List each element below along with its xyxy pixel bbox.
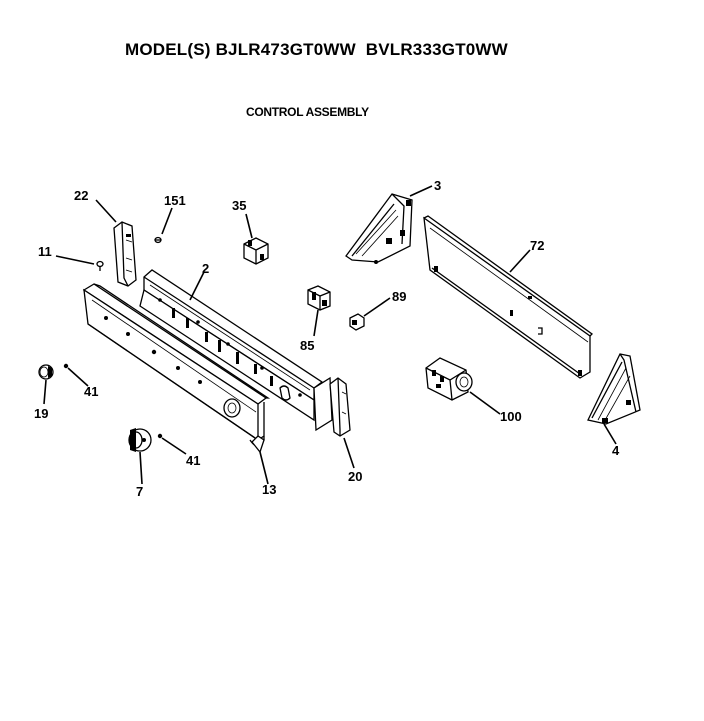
callout-151: 151 <box>164 193 186 208</box>
callout-35: 35 <box>232 198 246 213</box>
model-title: MODEL(S) BJLR473GT0WW BVLR333GT0WW <box>125 40 508 59</box>
part-7-timer-knob <box>128 428 152 452</box>
callout-100: 100 <box>500 409 522 424</box>
part-41-clip-lower <box>157 433 163 439</box>
section-title: CONTROL ASSEMBLY <box>246 105 369 119</box>
callout-89: 89 <box>392 289 406 304</box>
callout-4: 4 <box>612 443 620 458</box>
part-20-end-cap <box>329 377 351 437</box>
callout-19: 19 <box>34 406 48 421</box>
leader-lines <box>43 185 617 485</box>
part-151-screw <box>154 236 162 244</box>
part-11-screw <box>96 260 104 271</box>
part-2-control-panel <box>139 269 333 432</box>
part-4-side-bracket <box>587 353 641 425</box>
callout-3: 3 <box>434 178 441 193</box>
part-72-back-panel <box>423 215 594 379</box>
part-22-end-cap <box>113 221 137 287</box>
callout-22: 22 <box>74 188 88 203</box>
part-13-front-panel <box>82 283 271 454</box>
callout-72: 72 <box>530 238 544 253</box>
part-89-bracket <box>349 313 365 331</box>
callout-20: 20 <box>348 469 362 484</box>
callout-7: 7 <box>136 484 143 499</box>
callout-41-lower: 41 <box>186 453 200 468</box>
callout-85: 85 <box>300 338 314 353</box>
part-3-side-bracket <box>345 193 413 264</box>
part-85-switch <box>307 285 331 311</box>
callout-13: 13 <box>262 482 276 497</box>
part-35-switch <box>243 237 269 265</box>
callout-2: 2 <box>202 261 209 276</box>
part-19-knob <box>38 364 54 380</box>
part-100-timer <box>425 357 473 401</box>
callout-11: 11 <box>38 244 52 259</box>
part-41-clip-upper <box>63 363 69 369</box>
callout-41-upper: 41 <box>84 384 98 399</box>
